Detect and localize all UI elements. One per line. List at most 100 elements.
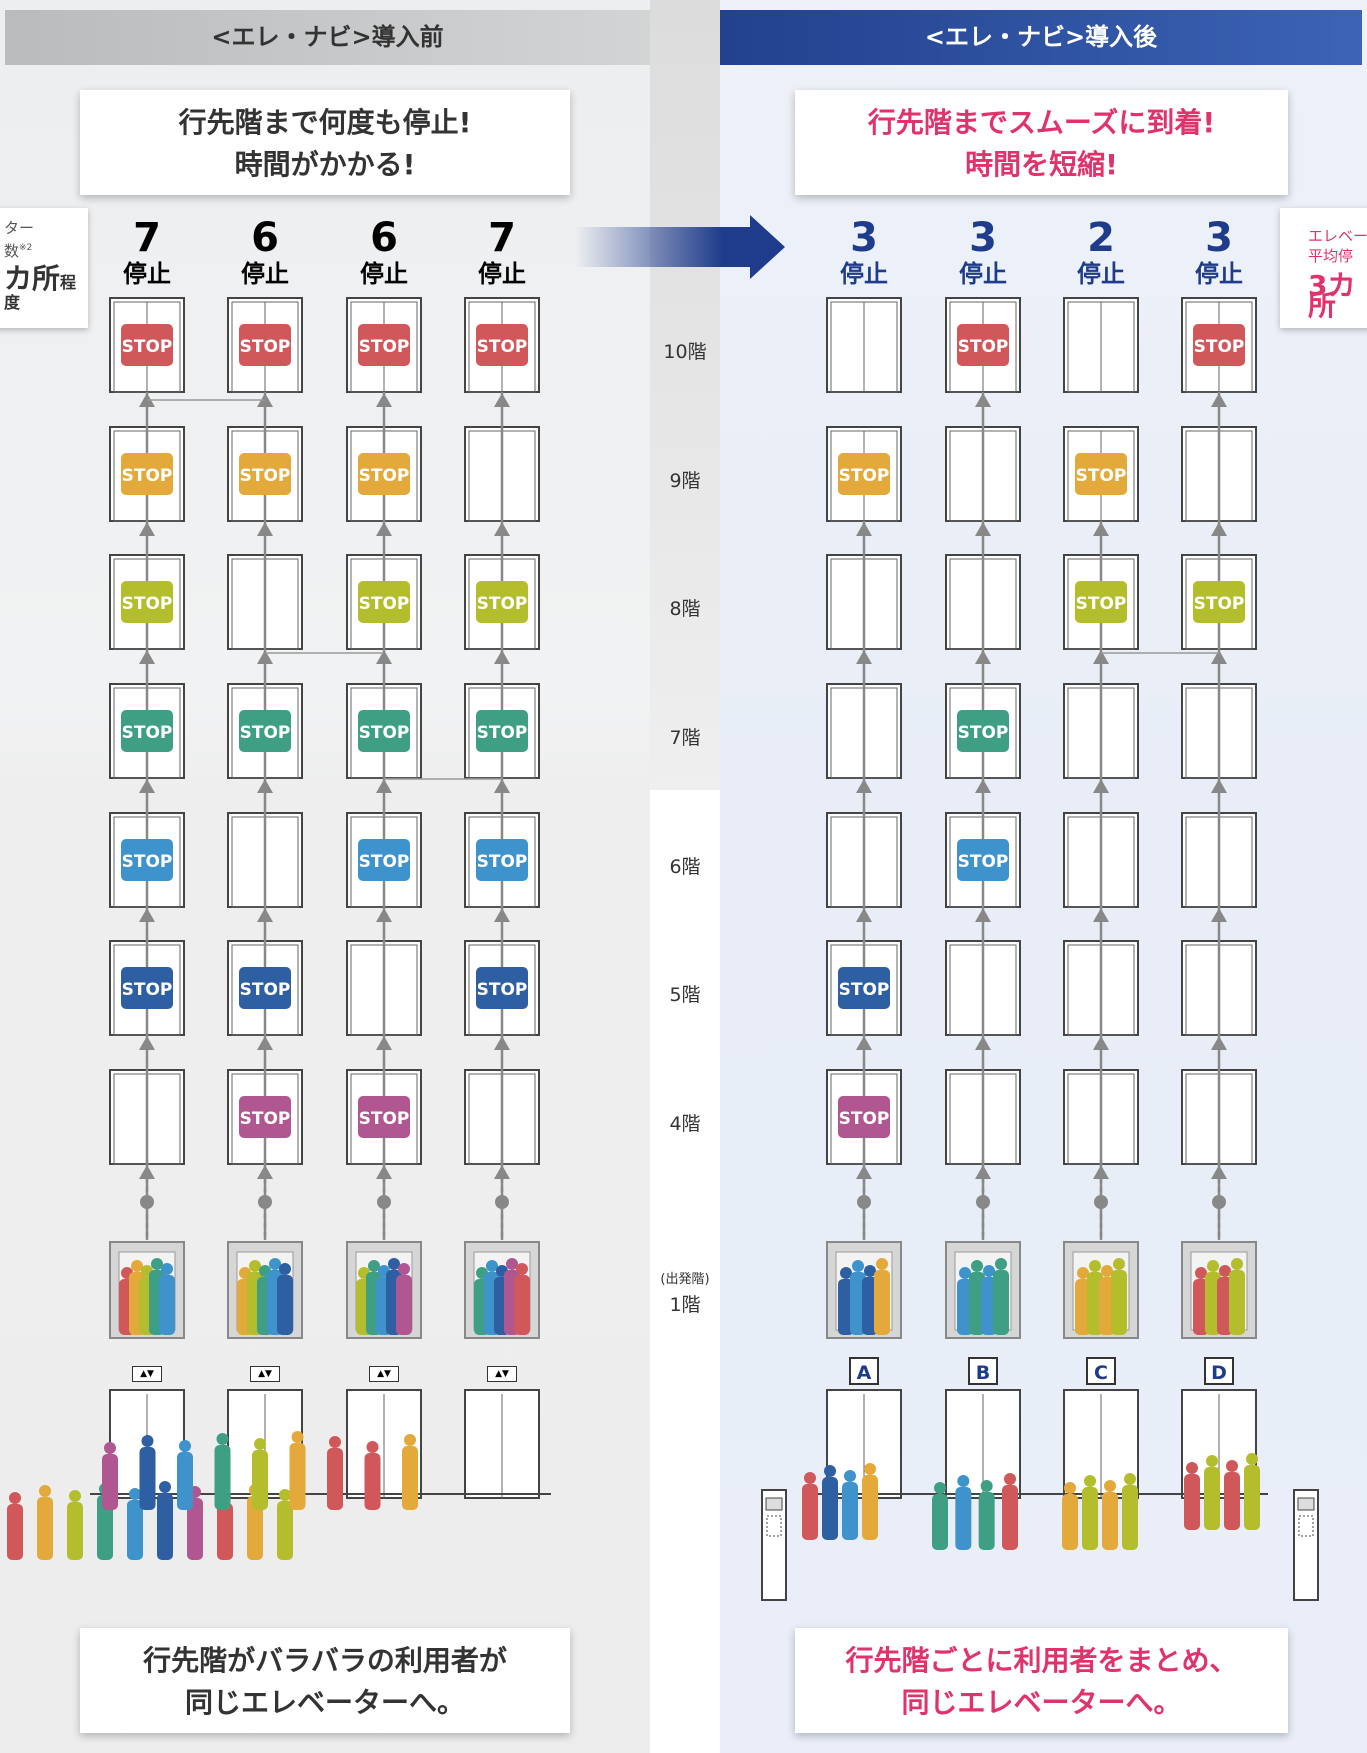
before-stop-4-floor-5-label: STOP bbox=[477, 980, 528, 1000]
before-arrow-2-7-icon bbox=[257, 779, 273, 793]
after-arrow-4-8-icon bbox=[1211, 650, 1227, 664]
before-crowd-back-person-head-icon bbox=[254, 1438, 266, 1450]
after-arrow-1-6-icon bbox=[856, 908, 872, 922]
before-arrow-3-5-icon bbox=[376, 1036, 392, 1050]
after-arrow-3-4-icon bbox=[1093, 1165, 1109, 1179]
before-arrow-3-6-icon bbox=[376, 908, 392, 922]
after-cab-people-a-person-body-icon bbox=[874, 1270, 890, 1335]
after-queue-c-person-body-icon bbox=[1122, 1485, 1138, 1550]
after-arrow-3-5-icon bbox=[1093, 1036, 1109, 1050]
before-cab-people-1-person-body-icon bbox=[159, 1275, 175, 1335]
before-arrow-4-10-icon bbox=[494, 393, 510, 407]
before-stop-1-floor-10-label: STOP bbox=[122, 337, 173, 357]
after-cab-people-a-person-head-icon bbox=[876, 1258, 888, 1270]
before-stop-2-floor-10-label: STOP bbox=[240, 337, 291, 357]
after-queue-d-person-body-icon bbox=[1204, 1467, 1220, 1530]
before-arrow-4-7-icon bbox=[494, 779, 510, 793]
before-crowd-front-person-body-icon bbox=[277, 1501, 293, 1560]
after-stop-1-floor-5-label: STOP bbox=[839, 980, 890, 1000]
before-crowd-front-person-body-icon bbox=[127, 1500, 143, 1560]
after-cab-people-b-person-body-icon bbox=[993, 1270, 1009, 1335]
after-queue-a-person-body-icon bbox=[802, 1484, 818, 1540]
destination-kiosk-screen-2 bbox=[1298, 1498, 1314, 1510]
after-queue-b-person-head-icon bbox=[957, 1475, 969, 1487]
before-crowd-front-person-body-icon bbox=[37, 1497, 53, 1560]
before-cab-people-3 bbox=[356, 1258, 412, 1335]
before-stop-2-floor-5-label: STOP bbox=[240, 980, 291, 1000]
before-crowd-back-person-head-icon bbox=[292, 1431, 304, 1443]
before-cab-people-2-person-body-icon bbox=[277, 1275, 293, 1335]
after-stop-4-floor-10-label: STOP bbox=[1194, 337, 1245, 357]
before-arrow-4-8-icon bbox=[494, 650, 510, 664]
destination-kiosk-screen-1 bbox=[766, 1498, 782, 1510]
after-queue-d-person-body-icon bbox=[1184, 1474, 1200, 1530]
before-route-dot-4-icon bbox=[495, 1195, 509, 1209]
before-arrow-1-9-icon bbox=[139, 522, 155, 536]
before-cab-people-3-person-head-icon bbox=[398, 1263, 410, 1275]
after-cab-people-d-person-body-icon bbox=[1229, 1270, 1245, 1335]
before-arrow-2-9-icon bbox=[257, 522, 273, 536]
after-queue-d-person-body-icon bbox=[1244, 1465, 1260, 1530]
before-cab-people-4 bbox=[474, 1258, 530, 1335]
after-stop-3-floor-8-label: STOP bbox=[1076, 594, 1127, 614]
before-cab-people-2-person-head-icon bbox=[279, 1263, 291, 1275]
before-crowd-front-person-head-icon bbox=[9, 1492, 21, 1504]
after-queue-c-person-head-icon bbox=[1104, 1480, 1116, 1492]
after-queue-c-person-body-icon bbox=[1082, 1487, 1098, 1550]
after-cab-people-d-person-head-icon bbox=[1231, 1258, 1243, 1270]
before-stop-3-floor-7-label: STOP bbox=[359, 723, 410, 743]
before-arrow-3-10-icon bbox=[376, 393, 392, 407]
before-stop-1-floor-7-label: STOP bbox=[122, 723, 173, 743]
after-arrow-3-6-icon bbox=[1093, 908, 1109, 922]
before-stop-4-floor-6-label: STOP bbox=[477, 852, 528, 872]
before-stop-1-floor-9-label: STOP bbox=[122, 466, 173, 486]
after-queue-a-person-head-icon bbox=[844, 1470, 856, 1482]
after-stop-2-floor-7-label: STOP bbox=[958, 723, 1009, 743]
after-arrow-2-8-icon bbox=[975, 650, 991, 664]
before-stop-1-floor-5-label: STOP bbox=[122, 980, 173, 1000]
before-crowd-back-person-body-icon bbox=[365, 1453, 381, 1510]
after-arrow-4-7-icon bbox=[1211, 779, 1227, 793]
before-arrow-2-4-icon bbox=[257, 1165, 273, 1179]
before-arrow-4-6-icon bbox=[494, 908, 510, 922]
before-stop-3-floor-9-label: STOP bbox=[359, 466, 410, 486]
after-arrow-3-9-icon bbox=[1093, 522, 1109, 536]
before-crowd-back-person-head-icon bbox=[104, 1442, 116, 1454]
before-crowd-front-person-body-icon bbox=[157, 1493, 173, 1560]
after-arrow-2-6-icon bbox=[975, 908, 991, 922]
after-queue-b-person-body-icon bbox=[955, 1487, 971, 1550]
before-arrow-1-6-icon bbox=[139, 908, 155, 922]
before-cab-people-2 bbox=[237, 1258, 293, 1335]
before-crowd-front-person-head-icon bbox=[129, 1488, 141, 1500]
before-crowd-back-person-body-icon bbox=[402, 1446, 418, 1510]
before-arrow-4-4-icon bbox=[494, 1165, 510, 1179]
before-cab-people-4-person-body-icon bbox=[514, 1275, 530, 1335]
after-queue-b-person-head-icon bbox=[1004, 1473, 1016, 1485]
before-crowd-front-person-head-icon bbox=[279, 1489, 291, 1501]
before-stop-3-floor-10-label: STOP bbox=[359, 337, 410, 357]
before-crowd-back-person-body-icon bbox=[252, 1450, 268, 1510]
before-cab-people-1 bbox=[119, 1258, 175, 1335]
before-stop-1-floor-6-label: STOP bbox=[122, 852, 173, 872]
before-crowd-back bbox=[102, 1431, 418, 1510]
after-stop-4-floor-8-label: STOP bbox=[1194, 594, 1245, 614]
after-arrow-4-4-icon bbox=[1211, 1165, 1227, 1179]
after-cab-people-c-person-head-icon bbox=[1113, 1258, 1125, 1270]
after-queue-d-person-head-icon bbox=[1186, 1462, 1198, 1474]
after-queue-a-person-head-icon bbox=[804, 1472, 816, 1484]
after-queue-d-person-head-icon bbox=[1206, 1455, 1218, 1467]
before-crowd-front-person-head-icon bbox=[39, 1485, 51, 1497]
after-cab-people-a-person-head-icon bbox=[852, 1260, 864, 1272]
after-arrow-3-8-icon bbox=[1093, 650, 1109, 664]
after-arrow-1-7-icon bbox=[856, 779, 872, 793]
after-arrow-2-9-icon bbox=[975, 522, 991, 536]
before-arrow-3-4-icon bbox=[376, 1165, 392, 1179]
after-cab-people-b-person-head-icon bbox=[995, 1258, 1007, 1270]
before-arrow-3-7-icon bbox=[376, 779, 392, 793]
before-crowd-back-person-head-icon bbox=[404, 1434, 416, 1446]
before-arrow-1-5-icon bbox=[139, 1036, 155, 1050]
after-arrow-1-5-icon bbox=[856, 1036, 872, 1050]
before-arrow-2-5-icon bbox=[257, 1036, 273, 1050]
before-stop-2-floor-9-label: STOP bbox=[240, 466, 291, 486]
before-crowd-back-person-head-icon bbox=[329, 1436, 341, 1448]
